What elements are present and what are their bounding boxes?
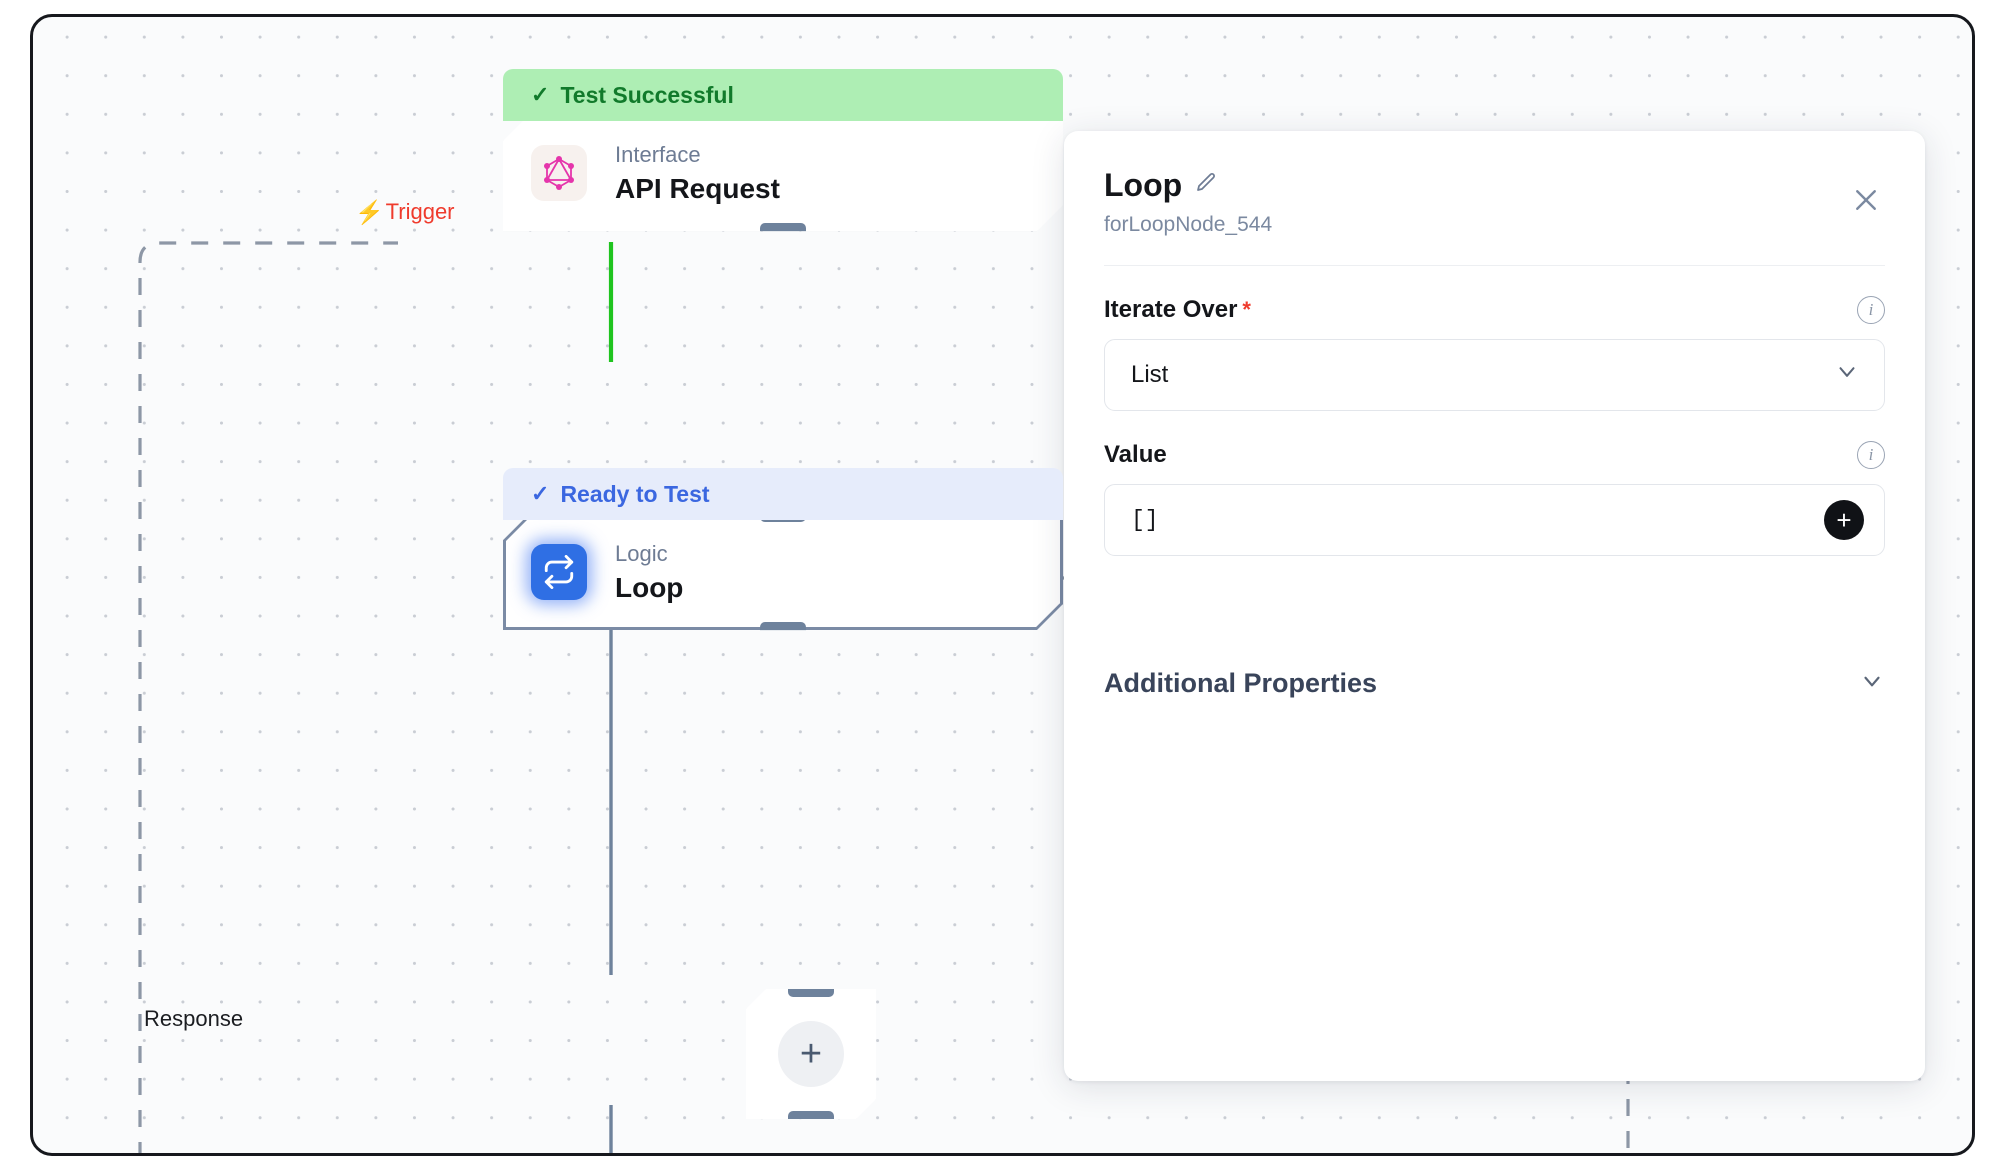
trigger-label-text: Trigger	[385, 199, 455, 224]
value-input-text: []	[1131, 506, 1159, 533]
node-kind: Interface	[615, 142, 701, 167]
check-icon: ✓	[531, 481, 550, 506]
node-title: API Request	[615, 172, 780, 204]
section-title: Additional Properties	[1104, 667, 1378, 698]
response-label-text: Response	[144, 1006, 244, 1031]
required-asterisk: *	[1242, 296, 1251, 322]
field-value: Value i [] +	[1104, 440, 1885, 556]
chevron-down-icon[interactable]	[1859, 668, 1885, 699]
field-label-text: Value	[1104, 440, 1167, 468]
lightning-bolt-icon: ⚡	[355, 198, 384, 225]
add-node-button[interactable]: +	[746, 989, 876, 1119]
graphql-icon	[531, 145, 587, 201]
additional-properties-section[interactable]: Additional Properties	[1104, 668, 1885, 699]
node-card-body[interactable]: Interface API Request	[503, 115, 1063, 231]
node-card-body[interactable]: Logic Loop	[503, 514, 1063, 630]
node-api-request[interactable]: ✓ Test Successful	[503, 69, 1063, 231]
field-label: Value	[1104, 441, 1172, 469]
node-title: Loop	[615, 571, 684, 603]
node-properties-panel: Loop forLoopNode_544 Iterate Over	[1064, 131, 1925, 1081]
close-icon[interactable]	[1847, 181, 1885, 219]
node-status-banner-ready: ✓ Ready to Test	[503, 468, 1063, 520]
panel-header: Loop forLoopNode_544	[1104, 167, 1885, 266]
loop-icon	[531, 544, 587, 600]
panel-title: Loop	[1104, 167, 1183, 203]
field-label-text: Iterate Over	[1104, 295, 1238, 323]
node-text-block: Interface API Request	[615, 141, 780, 205]
node-loop[interactable]: ✓ Ready to Test Logi	[503, 468, 1063, 630]
response-label: Response	[144, 1006, 243, 1032]
iterate-over-value: List	[1131, 360, 1169, 388]
field-label: Iterate Over *	[1104, 296, 1251, 324]
trigger-label: ⚡ Trigger	[355, 199, 455, 225]
field-iterate-over: Iterate Over * i List	[1104, 295, 1885, 411]
info-icon[interactable]: i	[1857, 440, 1885, 469]
iterate-over-select[interactable]: List	[1104, 338, 1885, 411]
value-input[interactable]: [] +	[1104, 483, 1885, 556]
node-text-block: Logic Loop	[615, 540, 683, 604]
node-status-text: Ready to Test	[560, 480, 710, 507]
check-icon: ✓	[531, 82, 550, 107]
node-status-banner-success: ✓ Test Successful	[503, 69, 1063, 121]
plus-icon[interactable]: +	[1824, 499, 1864, 540]
node-kind: Logic	[615, 541, 668, 566]
chevron-down-icon	[1834, 358, 1860, 391]
panel-subtitle: forLoopNode_544	[1104, 212, 1273, 236]
plus-icon[interactable]: +	[778, 1021, 844, 1087]
info-icon[interactable]: i	[1857, 295, 1885, 324]
node-status-text: Test Successful	[560, 81, 734, 108]
pencil-icon[interactable]	[1194, 171, 1218, 200]
